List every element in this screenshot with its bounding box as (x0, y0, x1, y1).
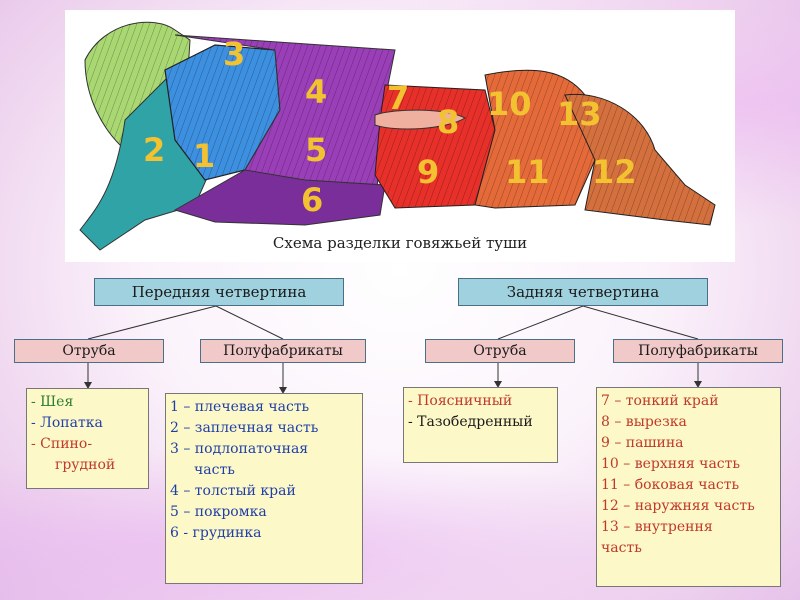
list-item: 10 – верхняя часть (601, 456, 740, 472)
cut-8 (374, 109, 467, 130)
beef-cut-diagram: 3 4 7 10 13 8 2 1 5 9 11 12 6 Схема разд… (65, 10, 735, 262)
list-item: 5 – покромка (170, 504, 267, 520)
front-semi-header: Полуфабрикаты (200, 339, 366, 363)
cut-number-1: 1 (193, 137, 216, 175)
carcass-illustration (79, 21, 716, 251)
list-item: 3 – подлопаточная (170, 441, 309, 457)
list-item: 6 - грудинка (170, 525, 262, 541)
cut-number-13: 13 (557, 95, 602, 133)
rear-semi-header: Полуфабрикаты (613, 339, 783, 363)
list-item: - Спино- (31, 436, 93, 452)
diagram-caption: Схема разделки говяжьей туши (272, 234, 528, 252)
cut-number-12: 12 (592, 153, 637, 191)
cut-number-7: 7 (387, 79, 410, 117)
list-item: - Шея (31, 394, 74, 410)
front-cuts-list: - Шея - Лопатка - Спино- грудной (26, 388, 149, 489)
cut-number-4: 4 (305, 73, 328, 111)
rear-cuts-list: - Поясничный - Тазобедренный (403, 387, 558, 463)
cut-number-9: 9 (417, 153, 440, 191)
cut-number-8: 8 (437, 103, 460, 141)
cut-number-11: 11 (505, 153, 550, 191)
list-item: 8 – вырезка (601, 414, 687, 430)
list-item: 13 – внутрення (601, 519, 713, 535)
front-semi-list: 1 – плечевая часть 2 – заплечная часть 3… (165, 393, 363, 584)
cut-6 (173, 169, 386, 226)
list-item: - Лопатка (31, 415, 103, 431)
list-item: 2 – заплечная часть (170, 420, 319, 436)
list-item: 4 – толстый край (170, 483, 296, 499)
front-cuts-header: Отруба (14, 339, 164, 363)
list-item: - Поясничный (408, 393, 513, 409)
list-item: 1 – плечевая часть (170, 399, 310, 415)
list-item: 11 – боковая часть (601, 477, 740, 493)
cut-number-2: 2 (143, 131, 166, 169)
cut-number-3: 3 (223, 35, 246, 73)
list-item: часть (601, 540, 642, 556)
rear-quarter-header: Задняя четвертина (458, 278, 708, 306)
list-item: 7 – тонкий край (601, 393, 719, 409)
list-item: грудной (55, 457, 116, 473)
front-quarter-header: Передняя четвертина (94, 278, 344, 306)
cut-number-10: 10 (487, 85, 532, 123)
list-item: часть (194, 462, 235, 478)
cut-number-6: 6 (301, 181, 324, 219)
rear-cuts-header: Отруба (425, 339, 575, 363)
list-item: 12 – наружняя часть (601, 498, 755, 514)
cut-number-5: 5 (305, 131, 328, 169)
list-item: 9 – пашина (601, 435, 684, 451)
list-item: - Тазобедренный (408, 414, 533, 430)
rear-semi-list: 7 – тонкий край 8 – вырезка 9 – пашина 1… (596, 387, 781, 587)
